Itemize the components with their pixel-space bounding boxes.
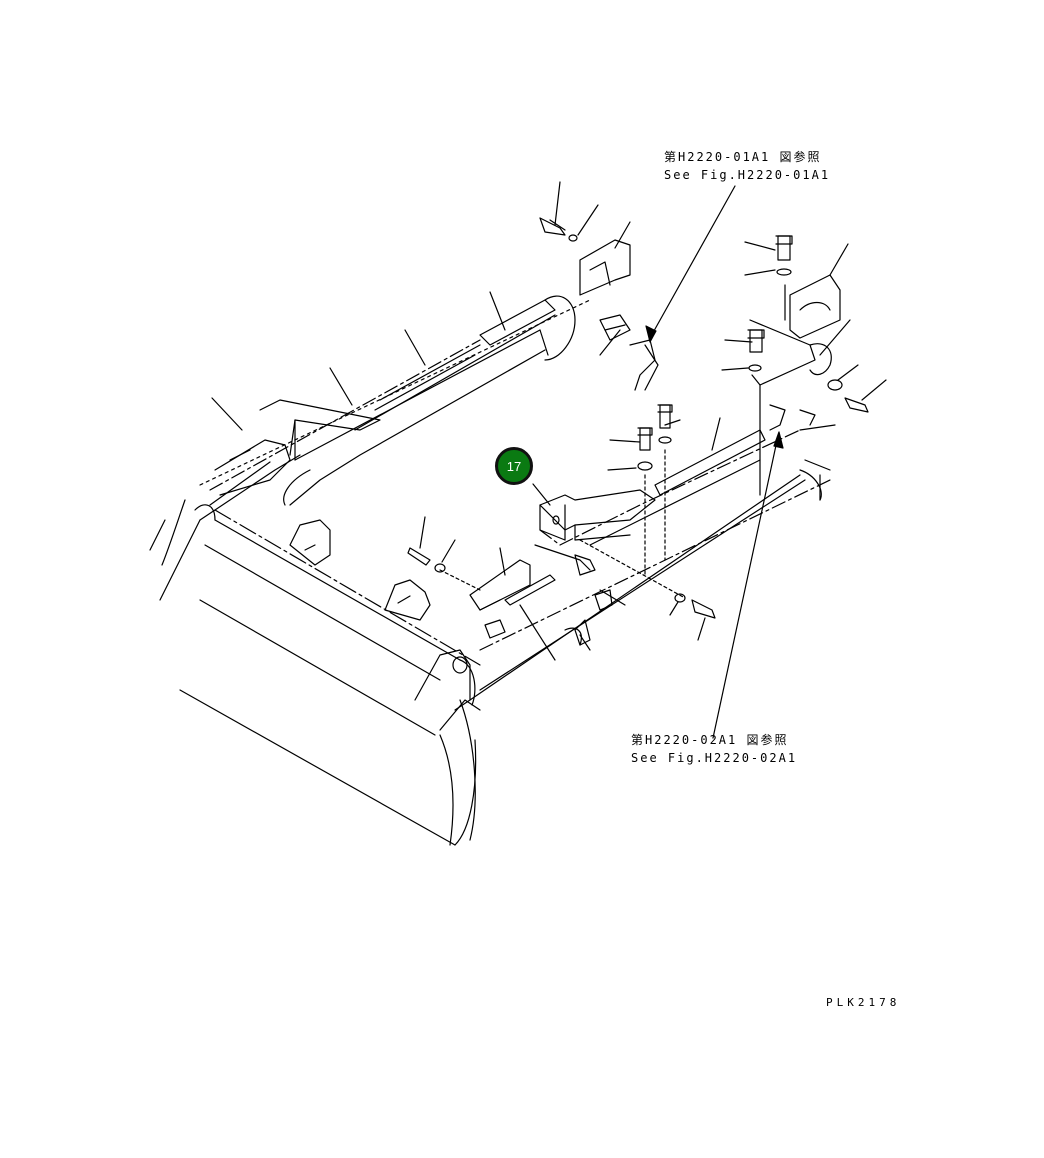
part-callout-label: 17 <box>506 458 522 474</box>
reference-bottom-label: 第H2220-02A1 図参照 See Fig.H2220-02A1 <box>631 731 797 767</box>
drawing-code: PLK2178 <box>826 996 901 1009</box>
callout-leader-line <box>533 484 550 505</box>
reference-arrow-top <box>646 186 735 342</box>
reference-top-label: 第H2220-01A1 図参照 See Fig.H2220-01A1 <box>664 148 830 184</box>
middle-bolts <box>608 405 815 575</box>
reference-bottom-jp: 第H2220-02A1 図参照 <box>631 733 789 747</box>
part-callout-17[interactable]: 17 <box>495 447 533 485</box>
blade <box>150 500 480 845</box>
blade-brackets <box>290 520 470 710</box>
reference-bottom-en: See Fig.H2220-02A1 <box>631 751 798 765</box>
reference-top-en: See Fig.H2220-01A1 <box>664 168 831 182</box>
top-bracket-assembly <box>540 182 630 295</box>
top-right-bracket <box>722 236 886 412</box>
lower-parts <box>408 480 830 660</box>
reference-top-jp: 第H2220-01A1 図参照 <box>664 150 822 164</box>
right-frame-arm <box>470 320 835 700</box>
reference-arrow-bottom <box>713 432 783 738</box>
hydraulic-fittings-top <box>600 315 658 390</box>
left-frame-arm <box>200 296 590 520</box>
leader-lines <box>212 292 720 450</box>
